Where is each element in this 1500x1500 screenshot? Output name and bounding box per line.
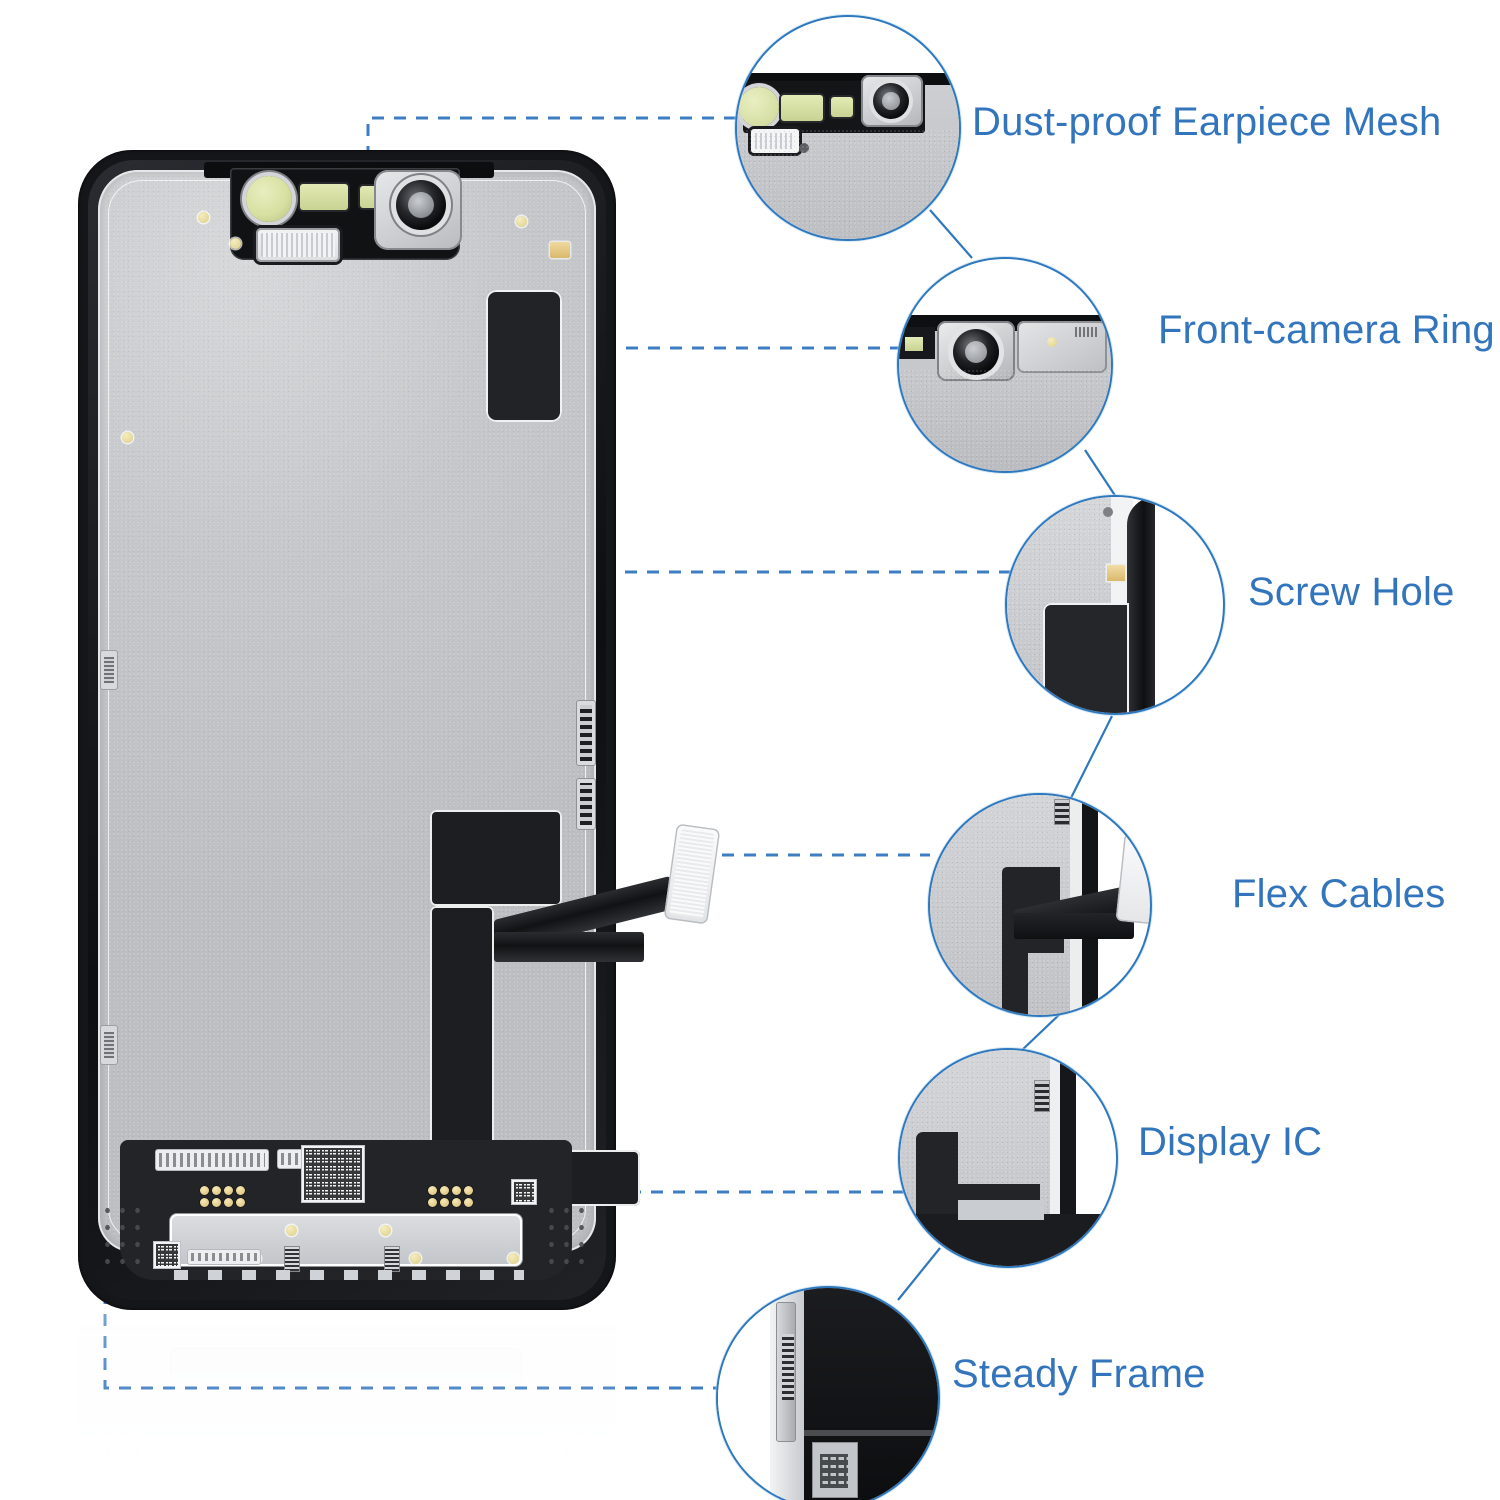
frame-rail-tab: [100, 650, 118, 690]
frame-clip: [284, 1246, 300, 1272]
phone-reflection: [78, 1312, 616, 1500]
gold-contact-dot: [516, 216, 527, 227]
front-camera-ring-part: [396, 180, 446, 230]
metal-backplate: [98, 170, 596, 1252]
frame-clip: [384, 1246, 400, 1272]
flex-cable-ribbon-2: [494, 932, 644, 962]
speaker-hole-pattern-left: [100, 1202, 146, 1268]
flex-cable-connector-tip: [663, 823, 721, 925]
magnifier-flex-cables: [928, 793, 1152, 1017]
magnifier-screw-hole: [1005, 495, 1225, 715]
magnifier-display-ic: [898, 1048, 1118, 1268]
frame-rail-tab: [100, 1025, 118, 1065]
gold-contact-dot: [380, 1225, 391, 1236]
side-connector-strip: [576, 778, 596, 830]
callout-label-display-ic: Display IC: [1138, 1120, 1323, 1164]
magnifier-dust-proof-earpiece-mesh: [735, 15, 961, 241]
part-number-strip: [188, 1250, 260, 1264]
gold-contact-dot: [508, 1253, 519, 1264]
callout-label-dust-proof-earpiece-mesh: Dust-proof Earpiece Mesh: [972, 100, 1442, 144]
callout-label-screw-hole: Screw Hole: [1248, 570, 1455, 614]
gold-contact-dot: [230, 238, 241, 249]
gold-contact-dot: [286, 1225, 297, 1236]
gold-pad-array-left: [200, 1186, 245, 1207]
gold-contact-dot: [122, 432, 133, 443]
magnifier-front-camera-ring: [897, 257, 1113, 473]
display-ic-upper: [430, 810, 562, 906]
gold-pad-array-right: [428, 1186, 473, 1207]
magnifier-steady-frame: [716, 1286, 940, 1500]
qr-code-label-small: [512, 1180, 536, 1204]
qr-code-label-small: [154, 1242, 180, 1268]
part-label-strip: [156, 1150, 268, 1170]
screw-hole-tab: [550, 242, 570, 258]
bottom-clip-teeth: [174, 1270, 524, 1280]
side-connector-strip: [576, 700, 596, 766]
ambient-sensor-bar: [300, 184, 348, 210]
phone-frame: [78, 150, 721, 1310]
proximity-sensor-icon: [246, 176, 292, 222]
dust-proof-earpiece-mesh-part: [256, 228, 340, 262]
screw-pad: [486, 290, 562, 422]
phone-display-assembly: [78, 150, 721, 1330]
callout-label-flex-cables: Flex Cables: [1232, 872, 1446, 916]
speaker-hole-pattern-right: [544, 1202, 590, 1268]
gold-contact-dot: [198, 212, 209, 223]
gold-contact-dot: [410, 1253, 421, 1264]
callout-label-front-camera-ring: Front-camera Ring: [1158, 308, 1495, 352]
qr-code-label: [302, 1146, 364, 1202]
callout-label-steady-frame: Steady Frame: [952, 1352, 1206, 1396]
